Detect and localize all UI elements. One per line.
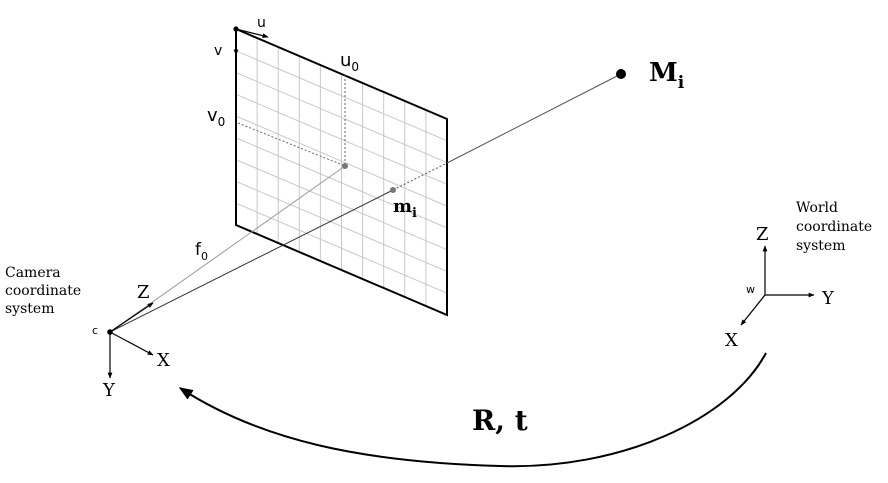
world-point-label: Mi xyxy=(649,58,685,93)
world-z-label: Z xyxy=(756,224,769,245)
image-plane-grid xyxy=(235,38,448,306)
world-point-Mi xyxy=(616,69,626,79)
camera-z-axis xyxy=(109,302,154,333)
grid-line-horizontal xyxy=(235,159,448,251)
camera-x-label: X xyxy=(157,350,170,371)
v0-guide xyxy=(237,122,346,167)
transform-label: R, t xyxy=(472,404,528,437)
v-label: v xyxy=(214,43,222,59)
camera-y-label: Y xyxy=(102,380,116,401)
v0-label: v0 xyxy=(207,105,225,129)
u0-label: u0 xyxy=(340,50,359,74)
image-point-label: mi xyxy=(393,196,417,221)
projection-ray-hidden xyxy=(392,162,448,191)
principal-point xyxy=(342,163,348,169)
grid-line-horizontal xyxy=(235,72,448,164)
camera-caption: Camera coordinate system xyxy=(5,265,86,317)
world-y-label: Y xyxy=(821,288,835,309)
camera-z-label: Z xyxy=(137,282,150,303)
image-plane-border xyxy=(235,27,448,317)
image-point-mi xyxy=(390,187,396,193)
transform-arrow xyxy=(178,352,767,468)
world-x-axis xyxy=(740,294,766,326)
world-frame: w Z Y X World coordinate system xyxy=(725,200,877,351)
grid-line-horizontal xyxy=(235,137,448,229)
camera-frame: c Z X Y Camera coordinate system xyxy=(5,265,170,401)
world-caption: World coordinate system xyxy=(796,200,877,254)
image-origin-dot xyxy=(233,26,239,32)
optical-axis xyxy=(109,165,346,333)
camera-x-axis xyxy=(109,331,154,356)
projection-ray-back xyxy=(446,73,622,164)
camera-center xyxy=(107,329,113,335)
u-label: u xyxy=(257,15,266,31)
grid-line-horizontal xyxy=(235,115,448,207)
grid-line-horizontal xyxy=(235,93,448,185)
camera-origin-label: c xyxy=(92,324,98,337)
u-axis-arrow xyxy=(235,28,269,39)
grid-line-horizontal xyxy=(235,50,448,142)
world-origin-label: w xyxy=(746,283,755,296)
f0-label: f0 xyxy=(195,240,208,263)
projection-ray-front xyxy=(109,189,394,333)
world-x-label: X xyxy=(725,330,738,351)
grid-line-horizontal xyxy=(235,180,448,272)
